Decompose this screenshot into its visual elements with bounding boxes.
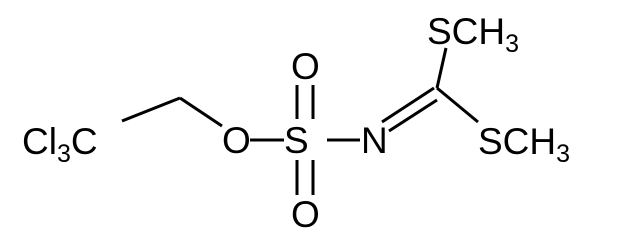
ccl3-subscript: 3 xyxy=(57,140,71,168)
ccl3-c: C xyxy=(71,121,98,162)
sme-top-subscript: 3 xyxy=(505,30,519,58)
ccl3-cl: Cl xyxy=(22,121,57,162)
sme-top-label: SCH3 xyxy=(427,11,519,58)
nitrogen-label: N xyxy=(361,120,388,161)
bond-n-c-double-a xyxy=(381,86,435,124)
bond-ch2-o xyxy=(179,96,223,128)
ccl3-label: Cl3C xyxy=(22,121,98,168)
sme-bottom-subscript: 3 xyxy=(556,140,570,168)
oxo-top-label: O xyxy=(291,46,320,87)
oxo-bottom-label: O xyxy=(291,194,320,235)
sme-top-main: SCH xyxy=(427,11,505,52)
bond-c-sme-top xyxy=(435,47,448,89)
sulfur-label: S xyxy=(284,120,309,161)
bond-c-sme-bottom xyxy=(436,86,479,124)
sme-bottom-label: SCH3 xyxy=(478,121,570,168)
sme-bottom-main: SCH xyxy=(478,121,556,162)
bond-ccl3-ch2 xyxy=(121,96,181,123)
atom-labels: Cl3C O S O O N SCH3 SCH3 xyxy=(22,11,570,235)
bond-n-c-double-b xyxy=(388,98,438,133)
ester-oxygen-label: O xyxy=(222,120,251,161)
bonds xyxy=(121,47,479,195)
